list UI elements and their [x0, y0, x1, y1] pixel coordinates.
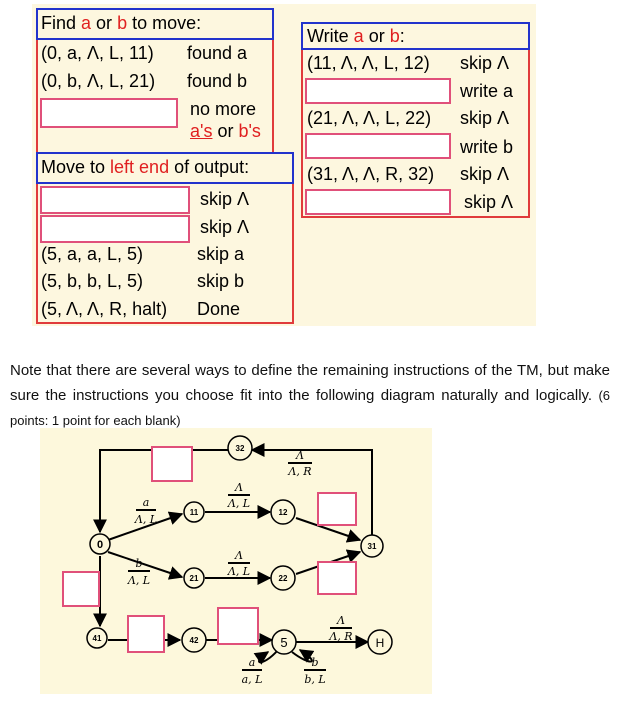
no-more-text-2: a's or b's: [190, 121, 261, 141]
node-label: 5: [280, 635, 287, 650]
blank-box[interactable]: [40, 215, 190, 243]
points-note: (6 points: 1 point for each blank): [10, 388, 610, 428]
move-row-action: skip a: [197, 244, 245, 264]
find-move-header-box: [36, 8, 274, 40]
move-left-title: Move to left end of output:: [41, 157, 250, 177]
blank-box: [127, 615, 165, 653]
blank-box[interactable]: [40, 186, 190, 214]
edge-label: a, L: [242, 673, 263, 686]
move-row-state: (5, Λ, Λ, R, halt): [41, 299, 168, 319]
blank-box[interactable]: [305, 78, 451, 104]
blank-box[interactable]: [40, 98, 178, 128]
node-circle: [181, 627, 207, 653]
write-title: Write a or b:: [307, 26, 405, 46]
write-row-action: write a: [460, 81, 514, 101]
node-circle: [270, 499, 296, 525]
find-row-state: (0, a, Λ, L, 11): [41, 43, 154, 63]
find-move-title: Find a or b to move:: [41, 13, 202, 33]
skip-text: skip Λ: [200, 189, 250, 209]
edge-label: a: [143, 496, 150, 509]
skip-text: skip Λ: [200, 217, 250, 237]
node-label: 31: [368, 542, 377, 551]
find-row-action: found a: [187, 43, 248, 63]
find-row-state: (0, b, Λ, L, 21): [41, 71, 156, 91]
blank-box: [151, 446, 193, 482]
node-circle: [183, 567, 205, 589]
node-label: 21: [190, 574, 199, 583]
node-circle: [360, 534, 384, 558]
edge-label: Λ: [336, 614, 345, 627]
edge-label: b, L: [304, 673, 325, 686]
move-row-action: skip b: [197, 271, 245, 291]
instructions-panel: [32, 4, 536, 326]
write-row-action: write b: [460, 137, 514, 157]
node-circle: [183, 501, 205, 523]
edge-label: Λ, R: [287, 465, 311, 478]
write-header-box: [301, 22, 530, 50]
node-label: 0: [97, 539, 103, 551]
no-more-text: no more: [190, 99, 257, 119]
edge-label: Λ, L: [227, 565, 250, 578]
move-row-state: (5, a, a, L, 5): [41, 244, 144, 264]
edge-label: Λ: [234, 549, 243, 562]
blank-box: [62, 571, 100, 607]
edge-label: b: [311, 656, 318, 669]
find-row-action: found b: [187, 71, 248, 91]
node-label: 11: [190, 508, 199, 517]
write-row-state: (31, Λ, Λ, R, 32): [307, 164, 435, 184]
node-label: H: [376, 636, 385, 650]
edge-label: Λ, R: [328, 630, 352, 643]
diagram-background: [40, 428, 432, 694]
move-row-state: (5, b, b, L, 5): [41, 271, 144, 291]
node-label: 22: [279, 574, 288, 583]
node-label: 42: [190, 636, 199, 645]
node-circle: [227, 435, 253, 461]
note-paragraph: Note that there are several ways to defi…: [10, 362, 610, 428]
node-circle: [270, 565, 296, 591]
edge-label: b: [135, 557, 142, 570]
write-row-action: skip Λ: [460, 53, 510, 73]
blank-box: [317, 561, 357, 595]
write-row-action: skip Λ: [460, 108, 510, 128]
edge-label: Λ, L: [227, 497, 250, 510]
move-row-action: Done: [197, 299, 241, 319]
node-label: 41: [93, 634, 102, 643]
write-row-state: (11, Λ, Λ, L, 12): [307, 53, 430, 73]
edge-label: a: [249, 656, 256, 669]
edge-label: Λ: [234, 481, 243, 494]
blank-box[interactable]: [305, 133, 451, 159]
blank-box[interactable]: [305, 189, 451, 215]
node-circle: [86, 627, 108, 649]
write-row-action: skip Λ: [460, 164, 510, 184]
node-label: 12: [279, 508, 288, 517]
node-circle: [89, 533, 111, 555]
blank-box: [217, 607, 259, 645]
move-left-header-box: [36, 152, 294, 184]
node-circle: [367, 629, 393, 655]
write-row-state: (21, Λ, Λ, L, 22): [307, 108, 432, 128]
edge-label: Λ, L: [127, 574, 150, 587]
edge-label: Λ: [295, 449, 304, 462]
node-label: 32: [236, 444, 245, 453]
edge-label: Λ, L: [134, 513, 157, 526]
node-circle: [271, 629, 297, 655]
write-row-action: skip Λ: [464, 192, 514, 212]
blank-box: [317, 492, 357, 526]
